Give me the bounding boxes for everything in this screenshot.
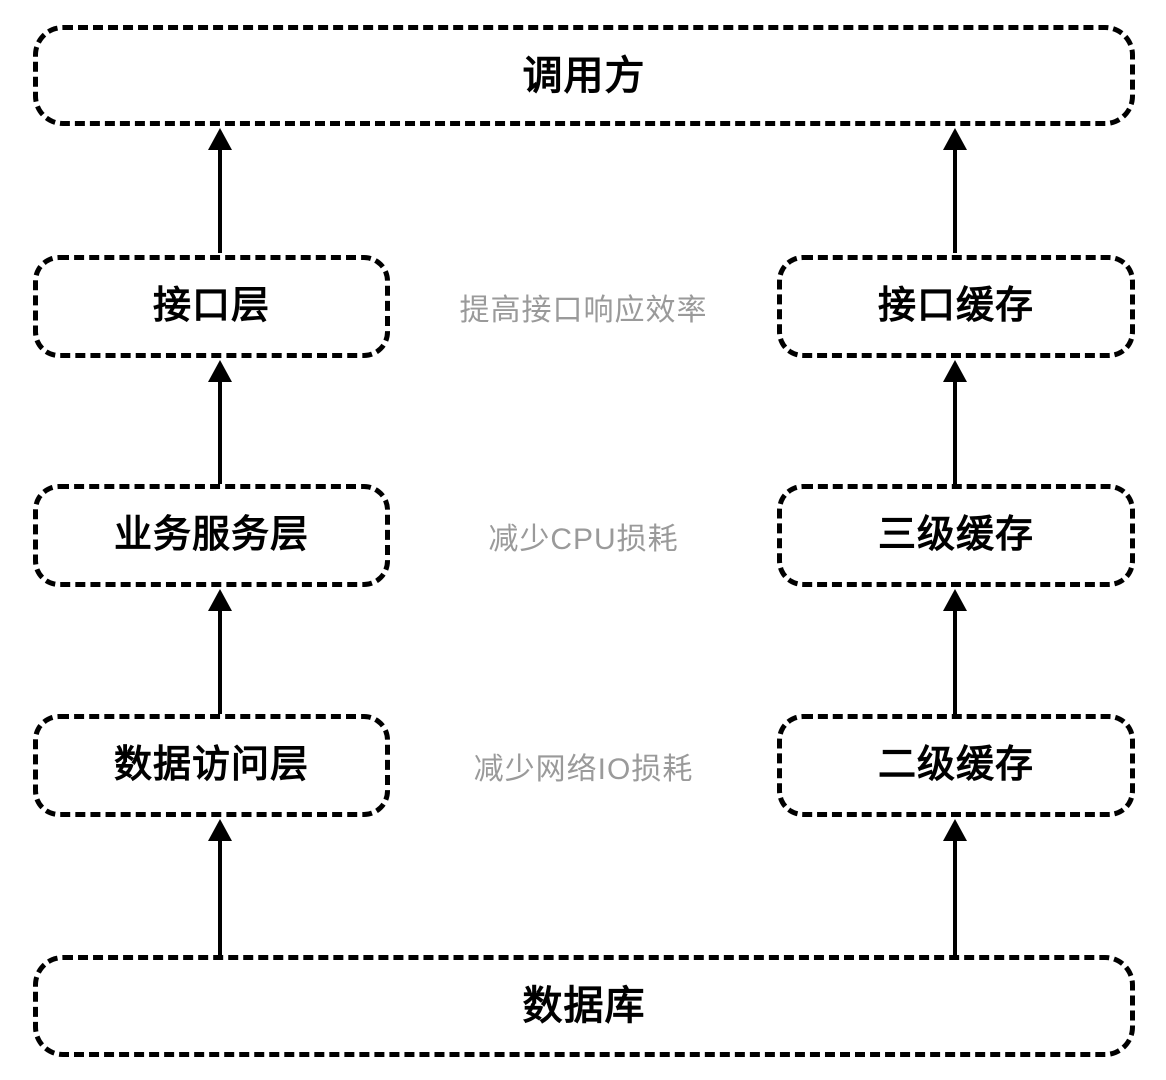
node-level-3-cache-label: 三级缓存 <box>877 513 1034 556</box>
node-data-access-layer-label: 数据访问层 <box>113 743 309 786</box>
arrow-shaft <box>953 374 957 484</box>
arrow-shaft <box>218 142 222 253</box>
node-caller-label: 调用方 <box>522 53 646 98</box>
arrow-shaft <box>953 603 957 714</box>
arrow-head-icon <box>208 360 232 382</box>
arrow-shaft <box>218 603 222 714</box>
arrow-shaft <box>953 833 957 955</box>
node-business-service-layer[interactable]: 业务服务层 <box>33 484 390 587</box>
arrow-head-icon <box>208 128 232 150</box>
node-caller[interactable]: 调用方 <box>33 25 1135 126</box>
node-database[interactable]: 数据库 <box>33 955 1135 1057</box>
annotation-improve-interface-response-label: 提高接口响应效率 <box>459 293 708 327</box>
node-business-service-layer-label: 业务服务层 <box>113 513 309 556</box>
node-interface-cache[interactable]: 接口缓存 <box>777 255 1135 358</box>
node-database-label: 数据库 <box>522 984 646 1028</box>
arrow-head-icon <box>943 819 967 841</box>
node-data-access-layer[interactable]: 数据访问层 <box>33 714 390 817</box>
arrow-head-icon <box>943 360 967 382</box>
arrow-head-icon <box>943 128 967 150</box>
node-interface-layer-label: 接口层 <box>152 284 270 327</box>
arrow-shaft <box>953 142 957 253</box>
arrow-shaft <box>218 833 222 955</box>
annotation-reduce-network-io-cost-label: 减少网络IO损耗 <box>473 752 694 786</box>
node-level-2-cache-label: 二级缓存 <box>877 743 1034 786</box>
annotation-reduce-cpu-cost-label: 减少CPU损耗 <box>488 522 679 556</box>
arrow-head-icon <box>208 819 232 841</box>
arrow-head-icon <box>943 589 967 611</box>
annotation-reduce-network-io-cost: 减少网络IO损耗 <box>420 714 747 817</box>
annotation-improve-interface-response: 提高接口响应效率 <box>420 255 747 358</box>
node-interface-layer[interactable]: 接口层 <box>33 255 390 358</box>
arrow-head-icon <box>208 589 232 611</box>
annotation-reduce-cpu-cost: 减少CPU损耗 <box>420 484 747 587</box>
node-level-3-cache[interactable]: 三级缓存 <box>777 484 1135 587</box>
node-interface-cache-label: 接口缓存 <box>877 284 1034 327</box>
arrow-shaft <box>218 374 222 484</box>
node-level-2-cache[interactable]: 二级缓存 <box>777 714 1135 817</box>
